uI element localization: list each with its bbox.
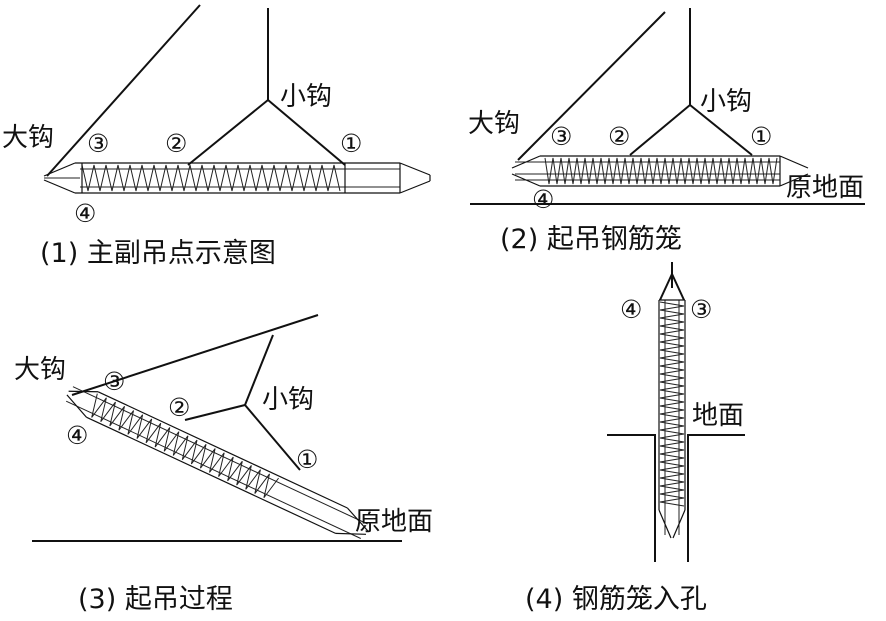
caption-1: (1) 主副吊点示意图 xyxy=(40,238,276,269)
point-1-c: ① xyxy=(296,445,318,474)
spiral-1 xyxy=(81,164,341,192)
sling-point-2 xyxy=(187,99,269,166)
borehole-left-wall xyxy=(607,434,656,562)
sling-2-2 xyxy=(629,104,691,156)
sling-point-1 xyxy=(267,99,346,166)
spiral-4 xyxy=(659,301,685,507)
point-1-b: ① xyxy=(750,122,772,151)
rebar-cage-vertical xyxy=(658,299,686,539)
borehole-right-wall xyxy=(687,434,745,562)
label-small-hook-3: 小钩 xyxy=(262,385,314,415)
sling-2-1 xyxy=(689,104,753,156)
label-big-hook-2: 大钩 xyxy=(468,109,520,139)
point-3-d: ③ xyxy=(690,295,712,324)
big-hook-cable-2 xyxy=(517,11,666,161)
sling-4-right xyxy=(671,273,685,301)
point-4-d: ④ xyxy=(620,295,642,324)
label-big-hook-3: 大钩 xyxy=(14,355,66,385)
rebar-cage-on-ground xyxy=(511,155,809,187)
point-3-c: ③ xyxy=(103,367,125,396)
sling-4-left xyxy=(659,273,673,301)
point-4-b: ④ xyxy=(532,185,554,214)
point-2-c: ② xyxy=(168,393,190,422)
point-3: ③ xyxy=(87,129,109,158)
label-small-hook: 小钩 xyxy=(280,82,332,112)
point-3-b: ③ xyxy=(550,122,572,151)
point-1: ① xyxy=(340,129,362,158)
panel-1: 大钩 小钩 ③ ② ① ④ (1) 主副吊点示意图 xyxy=(2,4,431,269)
caption-2: (2) 起吊钢筋笼 xyxy=(500,224,682,255)
label-ground-4: 地面 xyxy=(692,401,744,431)
rebar-cage-tilted xyxy=(65,386,369,539)
sling-3-2 xyxy=(184,404,246,421)
spiral-2 xyxy=(544,157,778,185)
point-2: ② xyxy=(165,129,187,158)
caption-4: (4) 钢筋笼入孔 xyxy=(525,584,707,615)
panel-4: ④ ③ 地面 (4) 钢筋笼入孔 xyxy=(525,262,745,615)
point-4: ④ xyxy=(74,199,96,228)
sling-3-1 xyxy=(244,404,301,471)
panel-2: 大钩 小钩 ③ ② ① ④ 原地面 (2) 起吊钢筋笼 xyxy=(468,8,865,255)
big-hook-cable-3 xyxy=(71,314,319,396)
big-hook-cable xyxy=(46,4,201,177)
small-hook-cable-3 xyxy=(244,334,274,406)
caption-3: (3) 起吊过程 xyxy=(78,584,233,615)
label-ground-2: 原地面 xyxy=(786,173,864,203)
label-big-hook: 大钩 xyxy=(2,123,54,153)
panel-3: 大钩 小钩 ③ ② ① ④ 原地面 (3) 起吊过程 xyxy=(14,314,433,615)
point-2-b: ② xyxy=(608,122,630,151)
point-4-c: ④ xyxy=(66,421,88,450)
label-ground-3: 原地面 xyxy=(355,507,433,537)
rebar-cage-horizontal xyxy=(43,162,431,194)
spiral-3 xyxy=(91,393,279,499)
label-small-hook-2: 小钩 xyxy=(700,87,752,117)
